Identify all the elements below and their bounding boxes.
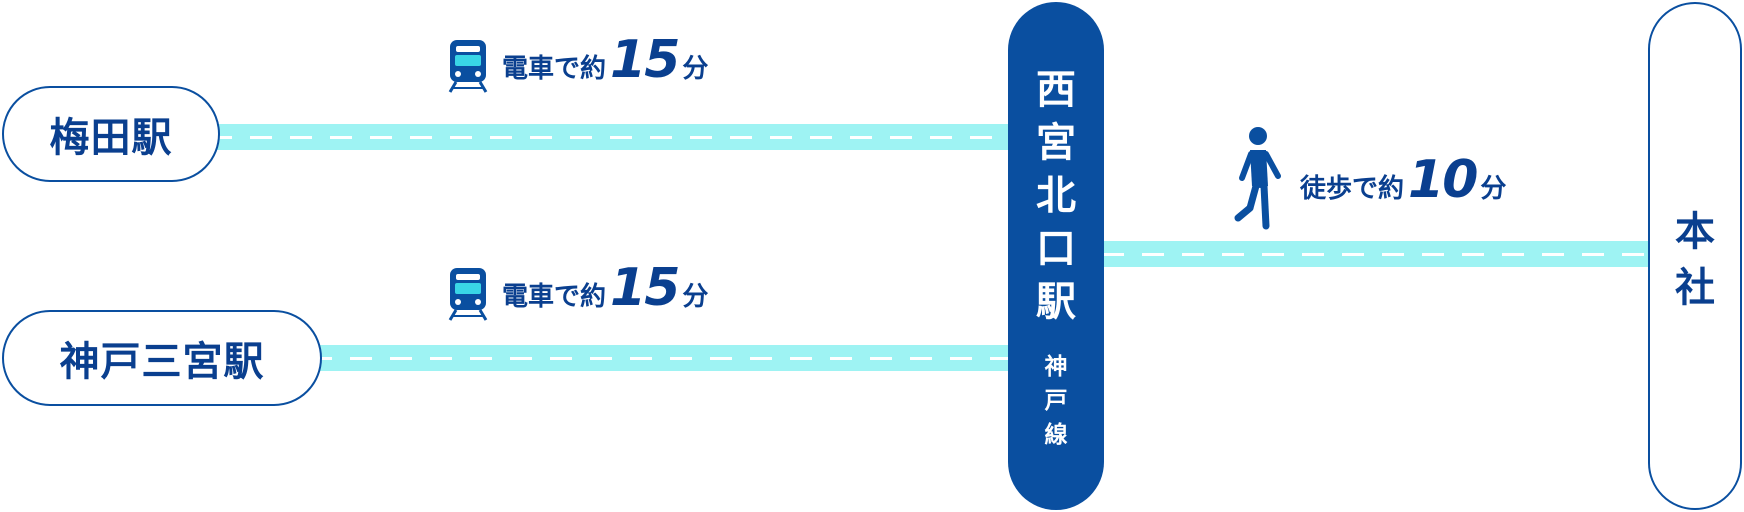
station-pill-sannomiya: 神戸三宮駅	[2, 310, 322, 406]
destination-headquarters: 本 社	[1648, 2, 1742, 510]
transfer-station-nishinomiya-kitaguchi: 西 宮 北 口 駅 神 戸 線	[1008, 2, 1104, 510]
travel-method-text: 電車で約	[502, 54, 607, 84]
station-name-vertical: 西 宮 北 口 駅	[1036, 67, 1076, 325]
travel-minutes: 15	[610, 258, 680, 318]
train-icon	[448, 268, 488, 321]
station-name-sannomiya: 神戸三宮駅	[59, 339, 265, 385]
travel-minutes: 15	[610, 30, 680, 90]
route-track-sannomiya	[310, 345, 1010, 371]
travel-method-text: 徒歩で約	[1300, 174, 1405, 204]
line-name-vertical: 神 戸 線	[1044, 354, 1068, 448]
route-label-walk: 徒歩で約 10 分	[1300, 150, 1506, 210]
train-icon	[448, 40, 488, 93]
station-name-umeda: 梅田駅	[49, 115, 173, 161]
station-pill-umeda: 梅田駅	[2, 86, 220, 182]
route-track-umeda	[210, 124, 1010, 150]
route-label-umeda: 電車で約 15 分	[502, 30, 708, 90]
travel-method-text: 電車で約	[502, 282, 607, 312]
travel-unit: 分	[682, 54, 709, 84]
travel-minutes: 10	[1408, 150, 1478, 210]
travel-unit: 分	[682, 282, 709, 312]
route-track-walk	[1102, 241, 1650, 267]
walking-person-icon	[1234, 127, 1281, 230]
route-label-sannomiya: 電車で約 15 分	[502, 258, 708, 318]
travel-unit: 分	[1480, 174, 1507, 204]
